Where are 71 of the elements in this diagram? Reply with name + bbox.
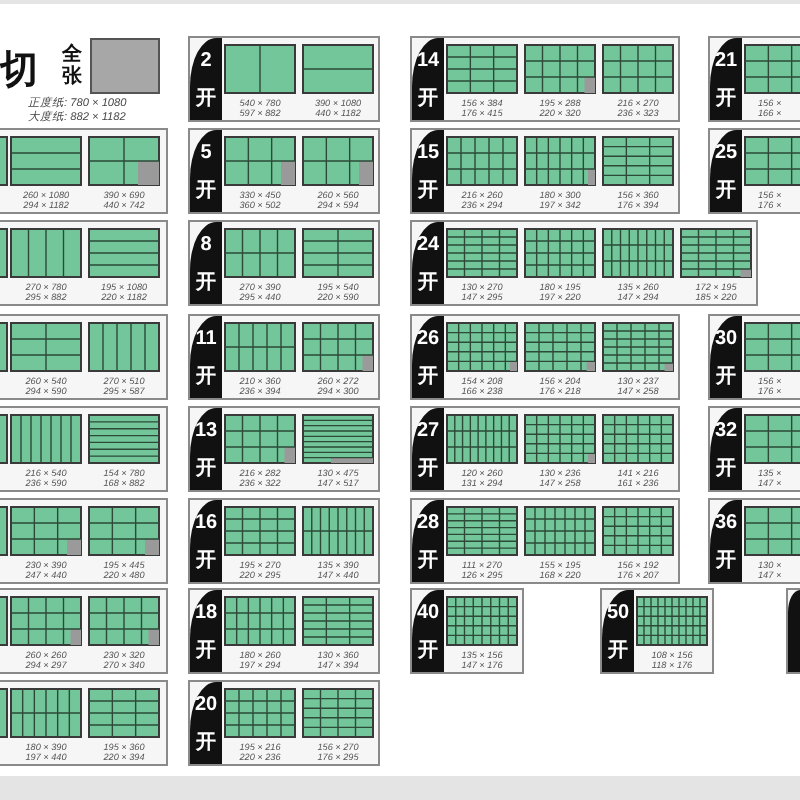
sheet-count: 40: [416, 602, 440, 624]
size-card: [708, 498, 800, 584]
kai-character: 开: [196, 640, 216, 662]
sheet-count: 32: [714, 420, 738, 442]
kai-character: 开: [716, 458, 736, 480]
size-card: [188, 680, 380, 766]
size-card: [708, 128, 800, 214]
sheet-count: 8: [200, 234, 212, 256]
size-card: [0, 498, 168, 584]
size-card: [188, 36, 380, 122]
kai-character: 开: [418, 272, 438, 294]
size-card: [410, 128, 680, 214]
sheet-count: 15: [416, 142, 440, 164]
sheet-count: 50: [606, 602, 630, 624]
sheet-count: 2: [200, 50, 212, 72]
sheet-count: 14: [416, 50, 440, 72]
size-card: [708, 36, 800, 122]
full-sheet-box: [90, 38, 160, 94]
size-card: [0, 314, 168, 400]
kai-character: 开: [418, 88, 438, 110]
kai-character: 开: [716, 88, 736, 110]
size-card: [410, 314, 680, 400]
sheet-count: 5: [200, 142, 212, 164]
size-card: [410, 588, 524, 674]
kai-character: 开: [418, 640, 438, 662]
size-card: [410, 406, 680, 492]
sheet-count: 25: [714, 142, 738, 164]
kai-character: 开: [196, 550, 216, 572]
size-card: [188, 406, 380, 492]
size-card: [708, 406, 800, 492]
sheet-count: 21: [714, 50, 738, 72]
kai-character: 开: [196, 88, 216, 110]
kai-character: 开: [716, 180, 736, 202]
kai-character: 开: [418, 550, 438, 572]
size-card: [0, 588, 168, 674]
size-card: [600, 588, 714, 674]
sheet-count: 28: [416, 512, 440, 534]
kai-character: 开: [196, 180, 216, 202]
sheet-count: 36: [714, 512, 738, 534]
size-card: [410, 36, 680, 122]
size-card: [188, 588, 380, 674]
size-card: [188, 128, 380, 214]
size-card: [0, 680, 168, 766]
kai-character: 开: [196, 458, 216, 480]
kai-character: 开: [196, 366, 216, 388]
sheet-count: 16: [194, 512, 218, 534]
sheet-count: 13: [194, 420, 218, 442]
sheet-count: 27: [416, 420, 440, 442]
kai-character: 开: [716, 550, 736, 572]
sheet-count: 26: [416, 328, 440, 350]
kai-character: 开: [418, 366, 438, 388]
sheet-count: 24: [416, 234, 440, 256]
sheet-count: 18: [194, 602, 218, 624]
size-card: [188, 220, 380, 306]
size-card: [188, 314, 380, 400]
size-card: [410, 220, 758, 306]
kai-character: 开: [716, 366, 736, 388]
size-card: [0, 220, 168, 306]
full-sheet-label: 全张: [62, 44, 84, 88]
kai-character: 开: [196, 272, 216, 294]
size-card: [410, 498, 680, 584]
sheet-count: 20: [194, 694, 218, 716]
kai-character: 开: [608, 640, 628, 662]
kai-character: 开: [418, 180, 438, 202]
size-card: [708, 314, 800, 400]
size-card: [0, 406, 168, 492]
sheet-count: 30: [714, 328, 738, 350]
sheet-count: 11: [195, 328, 217, 350]
kai-character: 开: [196, 732, 216, 754]
kai-character: 开: [418, 458, 438, 480]
size-card: [188, 498, 380, 584]
